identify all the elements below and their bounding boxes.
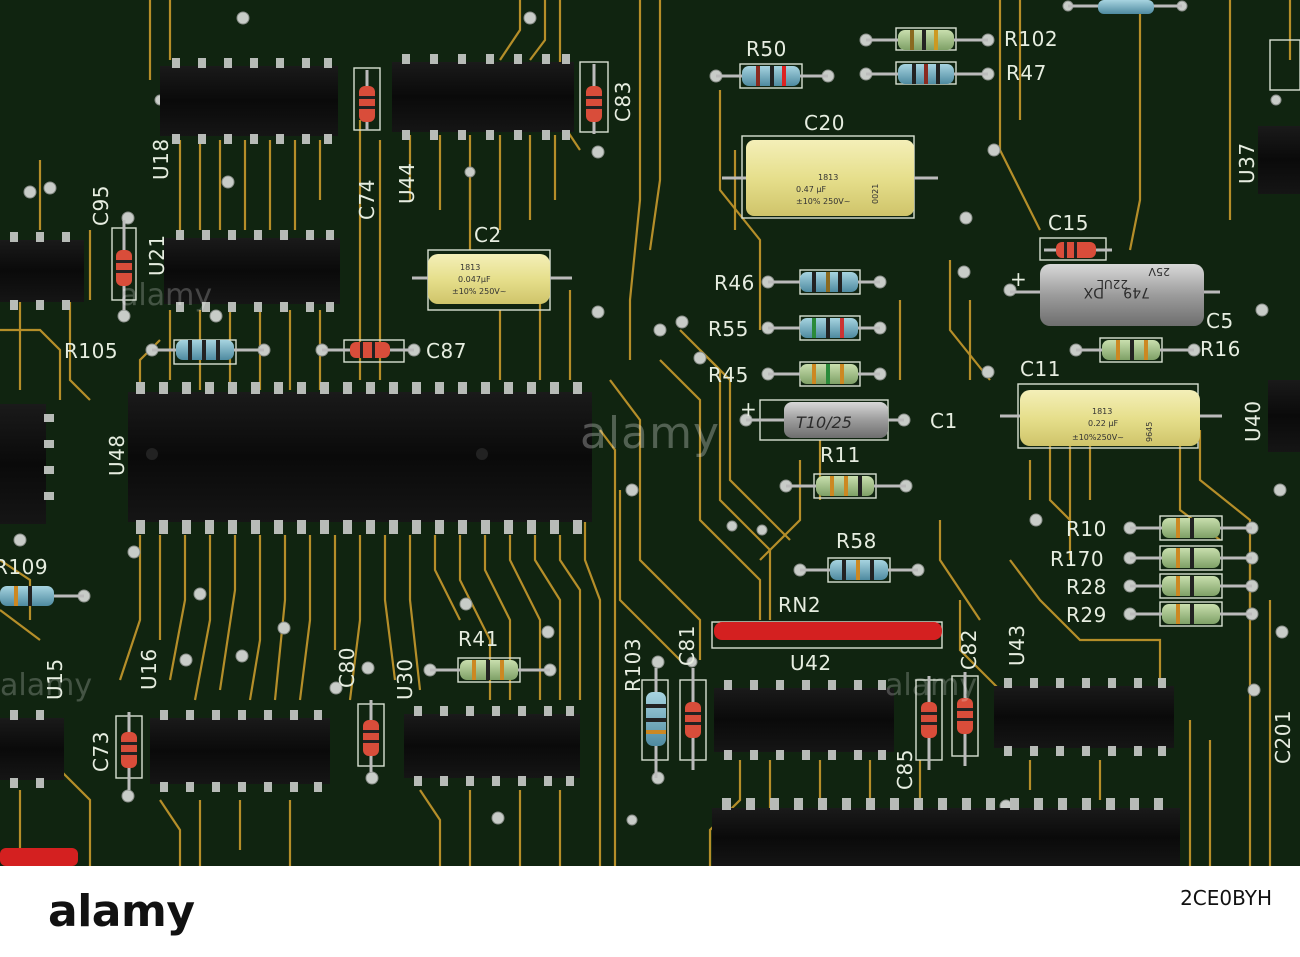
stock-footer: alamy 2CE0BYH <box>0 866 1300 957</box>
label-c11: C11 <box>1020 357 1061 381</box>
label-r41: R41 <box>458 627 499 651</box>
label-u16: U16 <box>137 648 161 690</box>
chip-u18 <box>160 58 338 144</box>
label-r105: R105 <box>64 339 118 363</box>
label-rn2: RN2 <box>778 593 821 617</box>
c5-marking-4: 25V <box>1148 265 1170 278</box>
label-c73: C73 <box>89 731 113 772</box>
red-bar-bottom-left <box>0 848 78 866</box>
alamy-logo-text: alamy <box>48 886 195 937</box>
label-u18: U18 <box>149 138 173 180</box>
label-r170: R170 <box>1050 547 1104 571</box>
label-u43: U43 <box>1005 624 1029 666</box>
capacitor-c1 <box>746 402 904 438</box>
label-plus-c5: + <box>1010 267 1027 291</box>
label-u42: U42 <box>790 651 832 675</box>
chip-u30 <box>404 706 580 786</box>
label-c81: C81 <box>675 625 699 666</box>
image-id: 2CE0BYH <box>1180 886 1272 910</box>
label-r11: R11 <box>820 443 861 467</box>
chip-u43 <box>994 678 1174 756</box>
label-u37: U37 <box>1235 142 1259 184</box>
label-c95: C95 <box>89 185 113 226</box>
chip-u15 <box>0 710 64 788</box>
c2-marking-2: 0.047µF <box>458 275 491 284</box>
capacitor-markings: 1813 0.47 µF ±10% 250V~ 0021 1813 0.047µ… <box>452 173 1170 442</box>
label-r102: R102 <box>1004 27 1058 51</box>
chip-u44 <box>392 54 574 140</box>
label-u30: U30 <box>393 658 417 700</box>
alamy-logo[interactable]: alamy <box>48 886 195 937</box>
circuit-board-photo: 1813 0.47 µF ±10% 250V~ 0021 1813 0.047µ… <box>0 0 1300 866</box>
label-r55: R55 <box>708 317 749 341</box>
capacitor-c2 <box>412 254 572 304</box>
label-r29: R29 <box>1066 603 1107 627</box>
label-c5: C5 <box>1206 309 1234 333</box>
ic-chips <box>0 54 1300 866</box>
chip-u16 <box>150 710 330 792</box>
label-r50: R50 <box>746 37 787 61</box>
capacitor-c5 <box>1010 264 1220 326</box>
label-r47: R47 <box>1006 61 1047 85</box>
label-r103: R103 <box>621 638 645 692</box>
label-c1: C1 <box>930 409 958 433</box>
c11-marking-1: 1813 <box>1092 407 1112 416</box>
capacitor-c11 <box>1000 390 1222 446</box>
chip-left-top <box>0 232 84 310</box>
label-r46: R46 <box>714 271 755 295</box>
c20-marking-2: 0.47 µF <box>796 185 826 194</box>
pcb-artwork: 1813 0.47 µF ±10% 250V~ 0021 1813 0.047µ… <box>0 0 1300 866</box>
label-u21: U21 <box>145 234 169 276</box>
c1-marking: T10/25 <box>796 413 852 432</box>
chip-u21 <box>164 230 340 312</box>
label-c2: C2 <box>474 223 502 247</box>
label-u15: U15 <box>43 658 67 700</box>
solder-pads <box>13 0 1289 826</box>
label-r10: R10 <box>1066 517 1107 541</box>
label-c82: C82 <box>957 629 981 670</box>
c20-marking-4: 0021 <box>871 184 880 204</box>
copper-traces <box>0 0 1292 866</box>
c5-marking-3: 22UL <box>1097 277 1128 291</box>
c11-marking-2: 0.22 µF <box>1088 419 1118 428</box>
c11-marking-3: ±10%250V~ <box>1072 433 1124 442</box>
chip-u37 <box>1258 126 1300 194</box>
chip-left-mid <box>0 404 54 524</box>
label-c201: C201 <box>1271 710 1295 764</box>
label-r58: R58 <box>836 529 877 553</box>
c20-marking-3: ±10% 250V~ <box>796 197 850 206</box>
silkscreen-labels: R50 R102 R47 C20 C83 U18 C74 U44 C95 U21… <box>0 27 1295 790</box>
label-c83: C83 <box>611 81 635 122</box>
label-r45: R45 <box>708 363 749 387</box>
label-r28: R28 <box>1066 575 1107 599</box>
resistors <box>0 0 1252 790</box>
label-c80: C80 <box>335 647 359 688</box>
chip-bottom-right <box>712 798 1180 866</box>
label-c20: C20 <box>804 111 845 135</box>
chip-u48 <box>128 382 592 534</box>
label-c15: C15 <box>1048 211 1089 235</box>
c5-marking-2: DX <box>1083 284 1104 300</box>
capacitor-c20 <box>722 140 938 216</box>
label-r109: R109 <box>0 555 48 579</box>
label-r16: R16 <box>1200 337 1241 361</box>
c20-marking-1: 1813 <box>818 173 838 182</box>
label-c87: C87 <box>426 339 467 363</box>
rn2-resistor-network <box>714 622 942 640</box>
label-plus-c1: + <box>740 397 757 421</box>
c2-marking-1: 1813 <box>460 263 480 272</box>
chip-u40 <box>1268 380 1300 452</box>
c11-marking-4: 9645 <box>1145 422 1154 442</box>
chip-u42 <box>714 680 894 760</box>
c5-marking-1: 749 <box>1123 284 1150 300</box>
label-u40: U40 <box>1241 400 1265 442</box>
label-c74: C74 <box>355 179 379 220</box>
c2-marking-3: ±10% 250V~ <box>452 287 506 296</box>
label-c85: C85 <box>893 749 917 790</box>
label-u48: U48 <box>105 434 129 476</box>
label-u44: U44 <box>395 162 419 204</box>
